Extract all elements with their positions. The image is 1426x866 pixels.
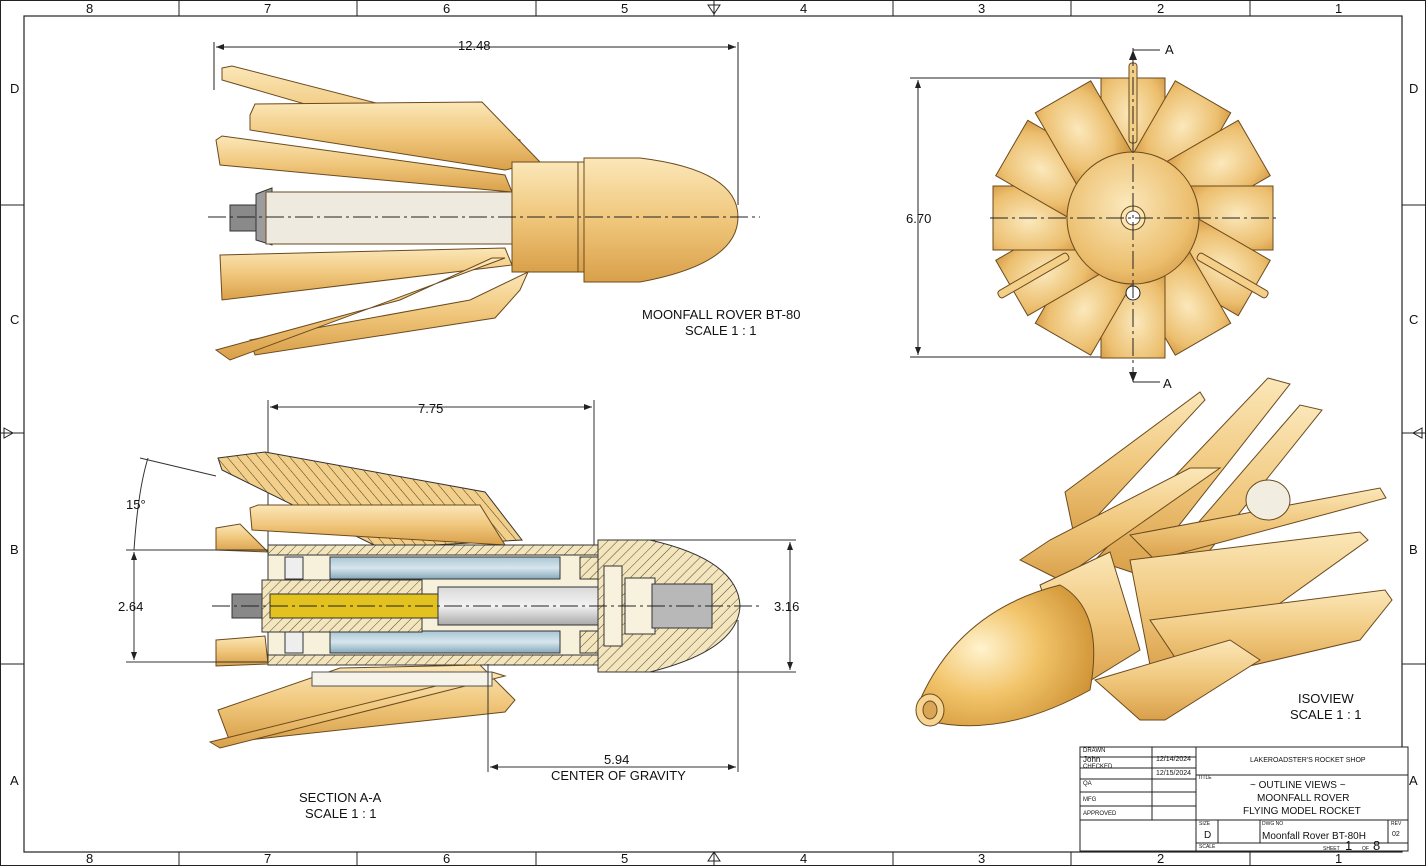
tb-checked-label: CHECKED xyxy=(1083,764,1113,770)
section-mark-top: A xyxy=(1165,42,1174,57)
zone-col-8-bottom: 8 xyxy=(86,851,94,866)
tb-title-line3: FLYING MODEL ROCKET xyxy=(1243,806,1361,817)
tb-title-label: TITLE xyxy=(1198,775,1212,781)
tb-rev-label: REV xyxy=(1391,821,1402,827)
zone-col-4-top: 4 xyxy=(800,1,808,16)
zone-row-c-left: C xyxy=(10,312,20,327)
cg-label: CENTER OF GRAVITY xyxy=(551,768,686,783)
section-scale: SCALE 1 : 1 xyxy=(305,806,377,821)
zone-col-4-bottom: 4 xyxy=(800,851,808,866)
section-view xyxy=(126,400,796,772)
zone-col-1-bottom: 1 xyxy=(1335,851,1343,866)
tb-size: D xyxy=(1204,830,1212,841)
zone-col-1-top: 1 xyxy=(1335,1,1343,16)
zone-col-7-top: 7 xyxy=(264,1,272,16)
section-mark-bottom: A xyxy=(1163,376,1172,391)
zone-row-d-left: D xyxy=(10,81,20,96)
zone-col-5-bottom: 5 xyxy=(621,851,629,866)
tb-dwg-label: DWG NO xyxy=(1262,821,1284,827)
side-view-scale: SCALE 1 : 1 xyxy=(685,323,757,338)
zone-row-b-left: B xyxy=(10,542,19,557)
tb-title-line1: ~ OUTLINE VIEWS ~ xyxy=(1250,780,1346,791)
tb-sheet: 1 xyxy=(1345,838,1353,853)
tb-qa-label: QA xyxy=(1083,781,1092,787)
dim-section-right: 3.16 xyxy=(774,599,800,614)
zone-row-a-right: A xyxy=(1409,773,1418,788)
zone-row-a-left: A xyxy=(10,773,19,788)
tb-drawn-label: DRAWN xyxy=(1083,748,1106,754)
section-title: SECTION A-A xyxy=(299,790,382,805)
title-block-frame xyxy=(1079,746,1409,852)
tb-rev: 02 xyxy=(1392,831,1400,838)
end-view xyxy=(910,48,1280,383)
zone-row-b-right: B xyxy=(1409,542,1418,557)
dim-overall-length: 12.48 xyxy=(458,38,491,53)
zone-col-3-bottom: 3 xyxy=(978,851,986,866)
iso-title: ISOVIEW xyxy=(1298,691,1354,706)
tb-mfg-label: MFG xyxy=(1083,797,1097,803)
tb-company: LAKEROADSTER'S ROCKET SHOP xyxy=(1250,757,1366,764)
zone-col-7-bottom: 7 xyxy=(264,851,272,866)
side-view-title: MOONFALL ROVER BT-80 xyxy=(642,307,801,322)
dim-section-left: 2.64 xyxy=(118,599,144,614)
tb-drawn-by: John xyxy=(1083,755,1101,764)
tb-size-label: SIZE xyxy=(1199,821,1211,827)
tb-sheet-total: 8 xyxy=(1373,838,1381,853)
tb-approved-label: APPROVED xyxy=(1083,811,1117,817)
dim-diameter: 6.70 xyxy=(906,211,932,226)
tb-scale-label: SCALE xyxy=(1199,844,1216,850)
tb-checked-date: 12/15/2024 xyxy=(1156,770,1192,777)
iso-scale: SCALE 1 : 1 xyxy=(1290,707,1362,722)
zone-col-5-top: 5 xyxy=(621,1,629,16)
dim-section-top: 7.75 xyxy=(418,401,444,416)
zone-col-8-top: 8 xyxy=(86,1,94,16)
zone-row-c-right: C xyxy=(1409,312,1419,327)
tb-dwg-no: Moonfall Rover BT-80H xyxy=(1262,831,1366,842)
tb-title-line2: MOONFALL ROVER xyxy=(1257,793,1350,804)
zone-col-6-bottom: 6 xyxy=(443,851,451,866)
cg-value: 5.94 xyxy=(604,752,630,767)
tb-drawn-date: 12/14/2024 xyxy=(1156,756,1192,763)
tb-sheet-label: SHEET xyxy=(1323,846,1340,852)
iso-view xyxy=(915,377,1393,727)
zone-col-6-top: 6 xyxy=(443,1,451,16)
side-view xyxy=(208,42,760,361)
zone-col-3-top: 3 xyxy=(978,1,986,16)
tb-of-label: OF xyxy=(1362,846,1369,852)
zone-row-d-right: D xyxy=(1409,81,1419,96)
zone-col-2-bottom: 2 xyxy=(1157,851,1165,866)
zone-col-2-top: 2 xyxy=(1157,1,1165,16)
dim-angle: 15° xyxy=(126,497,146,512)
